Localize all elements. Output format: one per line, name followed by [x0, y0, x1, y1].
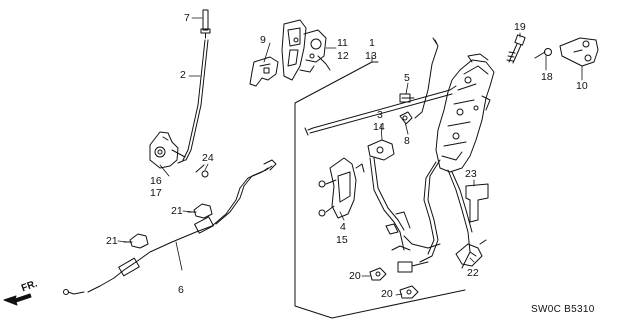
callout-13: 13: [365, 50, 377, 62]
callout-20-lower: 20: [381, 288, 393, 300]
screw-24-shape: [195, 164, 209, 178]
inner-handle-4-shape: [318, 157, 365, 219]
callout-21-lower: 21: [106, 235, 118, 247]
callout-4: 4: [340, 221, 346, 233]
callout-20-upper: 20: [349, 270, 361, 282]
bolt-19-shape: [506, 34, 526, 64]
diagram-code: SW0C B5310: [531, 304, 595, 315]
callout-3: 3: [377, 109, 383, 121]
actuator-3-shape: [367, 139, 411, 251]
callout-23: 23: [465, 168, 477, 180]
striker-10-shape: [559, 37, 599, 67]
handle-11-shape: [281, 19, 331, 81]
clip-8-shape: [399, 111, 413, 125]
callout-24: 24: [202, 152, 214, 164]
clip-5-shape: [399, 93, 415, 103]
callout-18: 18: [541, 71, 553, 83]
callout-7: 7: [184, 12, 190, 24]
bolt-7-shape: [200, 9, 211, 39]
latch-cables-shape: [391, 159, 473, 273]
callout-9: 9: [260, 34, 266, 46]
callout-6: 6: [178, 284, 184, 296]
cable-6-shape: [63, 159, 277, 295]
latch-rod-1-shape: [304, 85, 457, 136]
door-latch-shape: [435, 53, 495, 173]
leader-lines: [117, 17, 583, 296]
clip-20a-shape: [369, 267, 387, 281]
callout-21-upper: 21: [171, 205, 183, 217]
callout-1: 1: [369, 37, 375, 49]
callout-17: 17: [150, 187, 162, 199]
callout-15: 15: [336, 234, 348, 246]
callout-22: 22: [467, 267, 479, 279]
callout-5: 5: [404, 72, 410, 84]
callout-8: 8: [404, 135, 410, 147]
callout-11: 11: [337, 37, 348, 49]
callout-19: 19: [514, 21, 526, 33]
screw-18-shape: [534, 48, 552, 59]
callout-2: 2: [180, 69, 186, 81]
callout-14: 14: [373, 121, 385, 133]
clip-20b-shape: [399, 285, 419, 299]
callout-10: 10: [576, 80, 588, 92]
clip-21a-shape: [187, 203, 213, 219]
bracket-23-shape: [465, 183, 489, 223]
assembly-box-shape: [294, 61, 466, 319]
front-direction-arrow-shape: [3, 293, 32, 306]
lock-rod-2-shape: [177, 39, 209, 164]
cable-end-22-shape: [455, 239, 487, 267]
lock-knob-16-shape: [149, 131, 186, 169]
callout-16: 16: [150, 175, 162, 187]
bracket-9-shape: [249, 56, 279, 87]
clip-21b-shape: [123, 233, 149, 249]
callout-12: 12: [337, 50, 349, 62]
upper-rod-shape: [414, 37, 439, 119]
